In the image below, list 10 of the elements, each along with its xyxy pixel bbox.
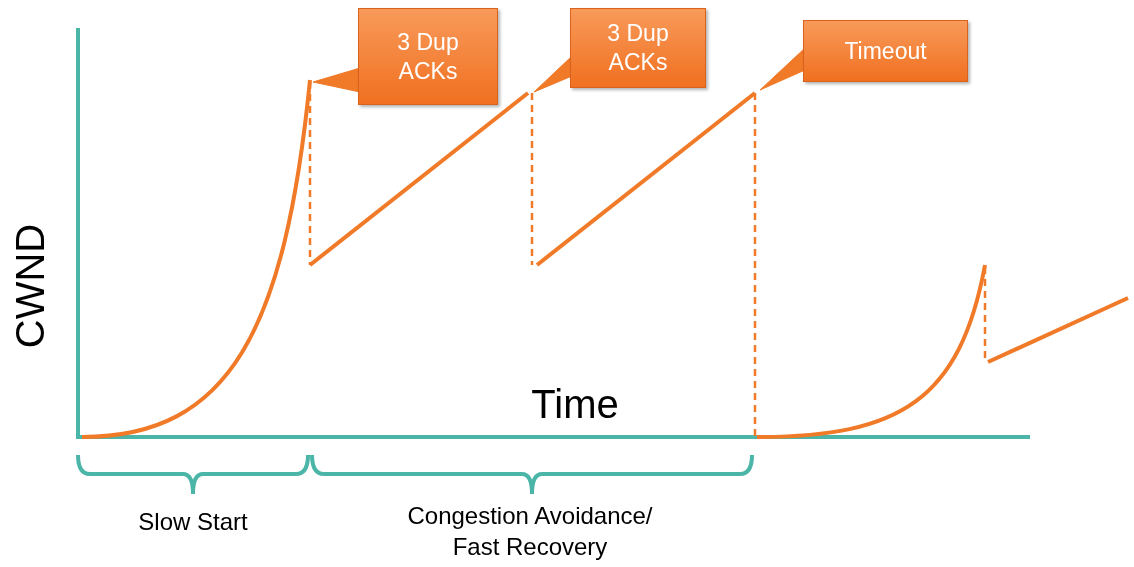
callout-pointer: [759, 47, 806, 91]
callout-pointer: [312, 67, 361, 93]
phase-label: Slow Start: [137, 507, 249, 537]
callout-box: Timeout: [803, 20, 968, 82]
phase-label: Congestion Avoidance/ Fast Recovery: [406, 501, 654, 563]
callout-box: 3 Dup ACKs: [570, 8, 706, 88]
axis-label: Time: [530, 381, 620, 428]
axis-label: CWND: [7, 222, 53, 351]
callout-box: 3 Dup ACKs: [358, 8, 498, 105]
callout-pointer: [533, 55, 573, 93]
